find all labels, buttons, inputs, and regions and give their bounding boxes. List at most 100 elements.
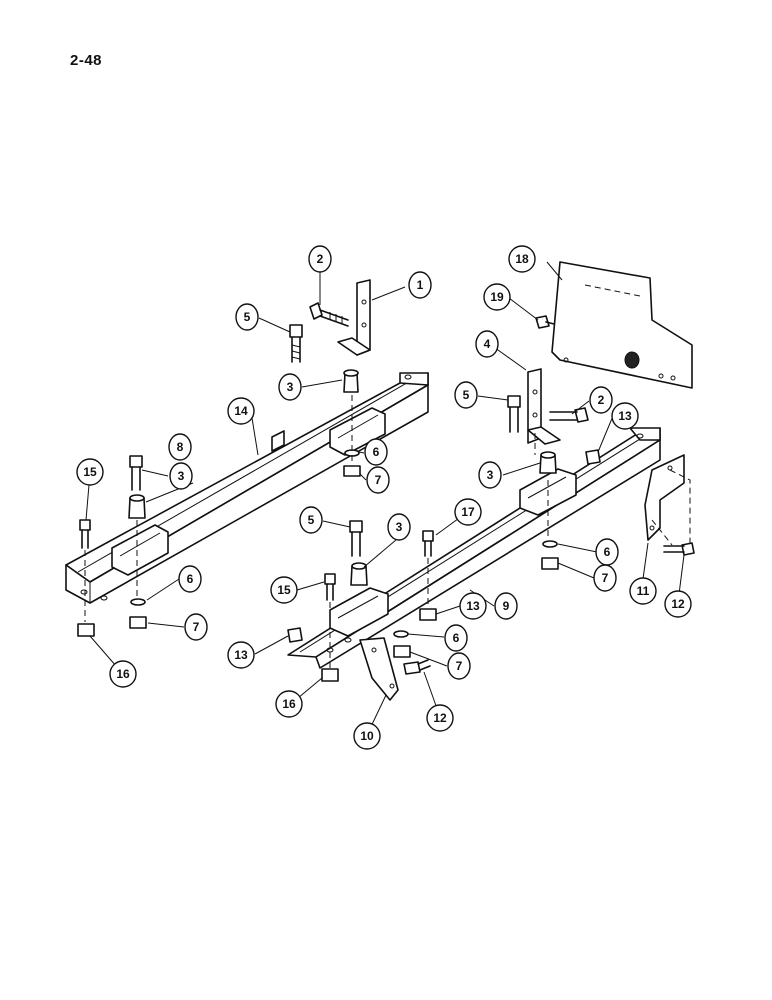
callout-15-middle: 15 (270, 576, 298, 604)
callout-3-middle: 3 (387, 513, 411, 541)
nut-7-front (393, 645, 411, 658)
callout-16-middle: 16 (275, 690, 303, 718)
bracket-11 (644, 454, 685, 541)
callout-6-right: 6 (595, 538, 619, 566)
washer-6-left (130, 598, 146, 606)
bolt-2-right (549, 407, 589, 423)
svg-text:9: 9 (503, 599, 510, 613)
bolt-5-upper (289, 324, 303, 363)
nut-13-front (287, 627, 303, 643)
svg-text:6: 6 (604, 545, 611, 559)
svg-text:7: 7 (456, 659, 463, 673)
svg-text:3: 3 (396, 520, 403, 534)
callout-1: 1 (408, 271, 432, 299)
bushing-3-middle (350, 562, 368, 586)
bolt-5-right (507, 395, 521, 433)
svg-text:8: 8 (177, 440, 184, 454)
nut-13-right (585, 449, 601, 465)
washer-6-front (393, 630, 409, 638)
svg-text:3: 3 (178, 469, 185, 483)
svg-text:13: 13 (618, 409, 632, 423)
svg-text:1: 1 (417, 278, 424, 292)
bolt-8 (129, 455, 143, 491)
nut-16-left (77, 623, 95, 637)
callout-5-right: 5 (454, 381, 478, 409)
callout-9: 9 (494, 592, 518, 620)
callout-13-middle: 13 (459, 592, 487, 620)
callout-2-upper: 2 (308, 245, 332, 273)
nut-13-middle (419, 608, 437, 621)
callout-13-right: 13 (611, 402, 639, 430)
svg-text:19: 19 (490, 290, 504, 304)
svg-text:2: 2 (598, 393, 605, 407)
callout-17: 17 (454, 498, 482, 526)
callout-5-middle: 5 (299, 506, 323, 534)
svg-text:10: 10 (360, 729, 374, 743)
svg-text:3: 3 (487, 468, 494, 482)
callout-6-left: 6 (178, 565, 202, 593)
shield-plate-18 (551, 261, 693, 389)
svg-text:16: 16 (282, 697, 296, 711)
bolt-15-middle (324, 573, 336, 601)
callout-7-left: 7 (184, 613, 208, 641)
svg-text:12: 12 (433, 711, 447, 725)
svg-text:6: 6 (453, 631, 460, 645)
callout-14: 14 (227, 397, 255, 425)
bushing-3-upper (343, 369, 359, 393)
svg-text:13: 13 (466, 599, 480, 613)
svg-text:13: 13 (234, 648, 248, 662)
svg-text:7: 7 (193, 620, 200, 634)
svg-text:14: 14 (234, 404, 248, 418)
nut-16-middle (321, 668, 339, 682)
svg-text:4: 4 (484, 337, 491, 351)
svg-text:15: 15 (277, 583, 291, 597)
page-number: 2-48 (70, 52, 103, 69)
svg-text:7: 7 (375, 473, 382, 487)
svg-text:5: 5 (244, 310, 251, 324)
svg-text:15: 15 (83, 465, 97, 479)
bracket-10 (359, 637, 399, 701)
bolt-5-middle (349, 520, 363, 557)
bushing-3-left (128, 494, 146, 519)
bolt-12-right (663, 542, 695, 556)
bolt-17 (422, 530, 434, 557)
svg-text:12: 12 (671, 597, 685, 611)
callout-18: 18 (508, 245, 536, 273)
svg-text:17: 17 (461, 505, 475, 519)
vertical-bracket-1 (337, 279, 371, 356)
callout-5-upper: 5 (235, 303, 259, 331)
callout-6-front: 6 (444, 624, 468, 652)
svg-text:16: 16 (116, 667, 130, 681)
callout-13-left: 13 (227, 641, 255, 669)
callout-7-right: 7 (593, 564, 617, 592)
callout-19: 19 (483, 283, 511, 311)
svg-text:3: 3 (287, 380, 294, 394)
left-rail (65, 372, 429, 604)
svg-text:6: 6 (373, 445, 380, 459)
svg-text:2: 2 (317, 252, 324, 266)
callout-10: 10 (353, 722, 381, 750)
callout-12-front: 12 (426, 704, 454, 732)
callout-8: 8 (168, 433, 192, 461)
callout-11: 11 (629, 577, 657, 605)
bolt-15-left (79, 519, 91, 549)
bolt-19 (535, 315, 555, 329)
vertical-bracket-4 (527, 368, 561, 445)
callout-7-front: 7 (447, 652, 471, 680)
washer-6-right (542, 540, 558, 548)
bushing-3-right (539, 451, 557, 474)
callout-15-left: 15 (76, 458, 104, 486)
callout-4: 4 (475, 330, 499, 358)
bolt-2-upper (309, 302, 349, 327)
svg-text:5: 5 (463, 388, 470, 402)
svg-text:18: 18 (515, 252, 529, 266)
nut-7-left (129, 616, 147, 629)
bolt-12-front (403, 659, 431, 675)
right-rail (287, 427, 661, 669)
svg-text:6: 6 (187, 572, 194, 586)
callout-6-upper: 6 (364, 438, 388, 466)
callout-3-right: 3 (478, 461, 502, 489)
nut-7-right (541, 557, 559, 570)
svg-text:5: 5 (308, 513, 315, 527)
